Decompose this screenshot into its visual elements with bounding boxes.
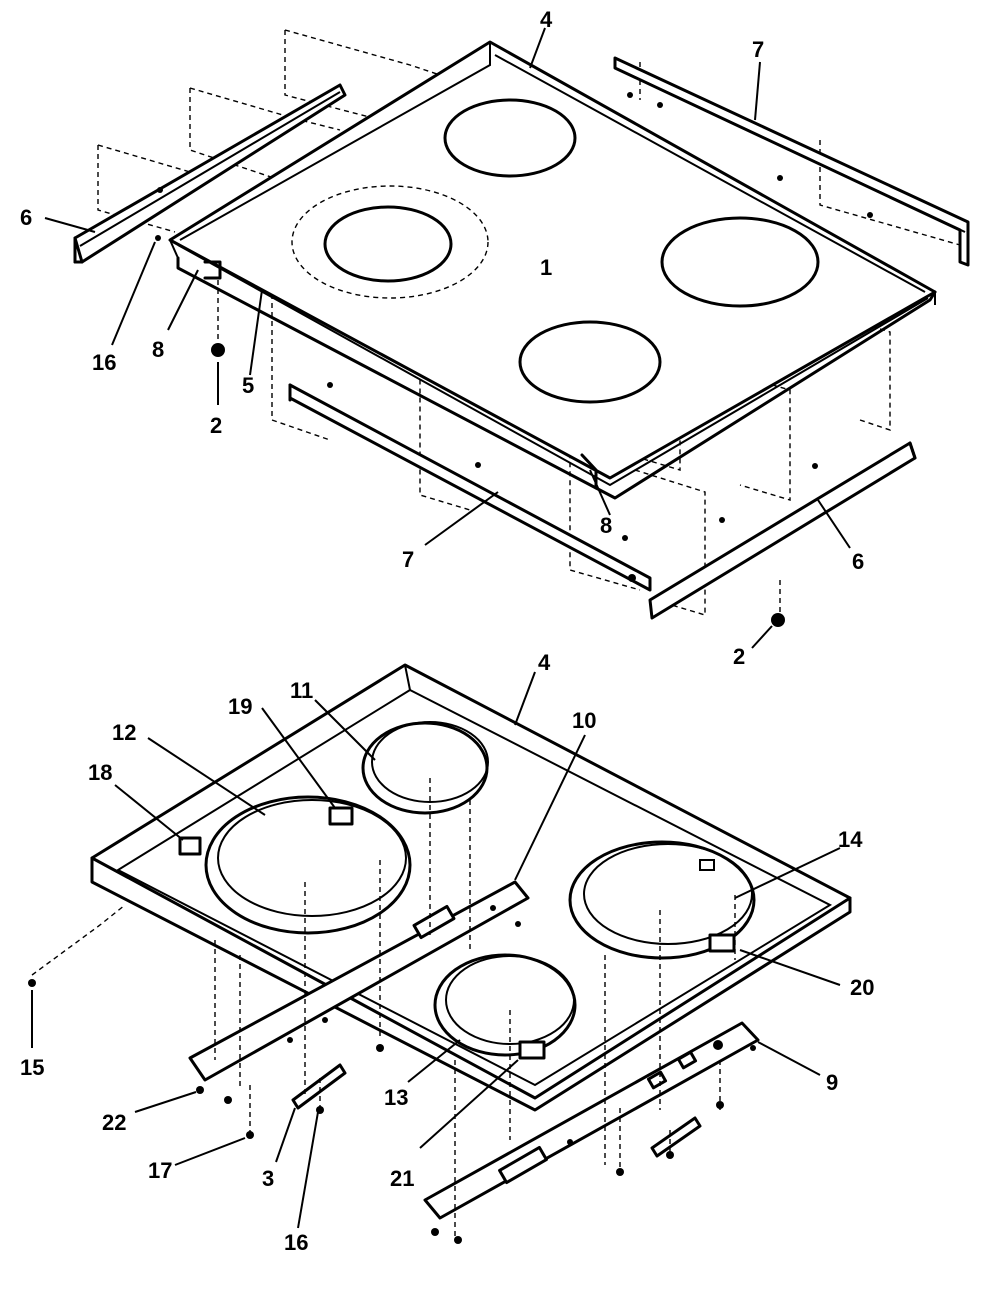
trim-strip-7-rear xyxy=(613,56,970,267)
callout-12: 12 xyxy=(112,720,136,745)
burner-circles-top xyxy=(291,98,820,404)
cooktop-frame-top xyxy=(168,40,937,500)
callout-19: 19 xyxy=(228,694,252,719)
callout-3: 3 xyxy=(262,1166,274,1191)
connector-21 xyxy=(518,1040,546,1060)
trim-strip-6-front xyxy=(648,441,917,620)
bracket-9 xyxy=(423,1021,760,1220)
clip-right xyxy=(650,1116,702,1158)
element-connectors xyxy=(178,806,736,1060)
callout-9: 9 xyxy=(826,1070,838,1095)
screw-15 xyxy=(28,979,36,987)
screw-2-right xyxy=(771,613,785,627)
trim-strip-6-left xyxy=(73,83,347,264)
clips xyxy=(291,1063,702,1158)
burner-rings-bottom xyxy=(204,721,756,1057)
ring-front-left xyxy=(204,795,412,935)
trim-strip-7-front xyxy=(288,382,652,592)
ring-rear-right xyxy=(568,840,756,960)
burner-front-left-outer xyxy=(291,185,489,299)
callout-11: 11 xyxy=(290,678,313,703)
callout-21: 21 xyxy=(390,1166,414,1191)
callout-13: 13 xyxy=(384,1085,408,1110)
callout-18: 18 xyxy=(88,760,112,785)
callout-16: 16 xyxy=(284,1230,308,1255)
callout-5: 5 xyxy=(242,373,254,398)
bracket-10 xyxy=(188,880,530,1082)
burner-rear-right xyxy=(660,216,820,308)
connector-20 xyxy=(708,933,736,953)
leaders-top xyxy=(44,27,851,649)
callout-22: 22 xyxy=(102,1110,126,1135)
callout-4: 4 xyxy=(538,650,551,675)
callout-7: 7 xyxy=(402,547,414,572)
callout-2: 2 xyxy=(210,413,222,438)
dashed-guide-lines-bottom xyxy=(31,778,736,1238)
callout-15: 15 xyxy=(20,1055,44,1080)
callout-1: 1 xyxy=(540,255,552,280)
callout-6: 6 xyxy=(852,549,864,574)
callout-7: 7 xyxy=(752,37,764,62)
leaders-bottom xyxy=(31,671,841,1229)
callout-14: 14 xyxy=(838,827,863,852)
callout-6: 6 xyxy=(20,205,32,230)
clip-3 xyxy=(291,1063,347,1110)
burner-front-right xyxy=(518,320,662,404)
callout-10: 10 xyxy=(572,708,596,733)
connector-19 xyxy=(328,806,354,826)
callout-17: 17 xyxy=(148,1158,172,1183)
burner-front-left-inner xyxy=(323,205,453,283)
callout-2: 2 xyxy=(733,644,745,669)
callout-8: 8 xyxy=(600,513,612,538)
callout-4: 4 xyxy=(540,7,553,32)
callout-16: 16 xyxy=(92,350,116,375)
screw-2-left xyxy=(211,343,225,357)
top-assembly: 4 7 6 1 16 8 5 2 8 7 6 2 xyxy=(20,7,970,669)
bottom-assembly: 4 11 19 12 10 18 14 20 15 9 22 13 17 3 2… xyxy=(20,650,874,1255)
ring-front-right xyxy=(433,953,577,1057)
connector-18 xyxy=(178,836,202,856)
cooktop-frame-bottom xyxy=(90,663,852,1112)
burner-rear-left xyxy=(443,98,577,178)
fasteners-bottom xyxy=(28,979,724,1244)
callout-20: 20 xyxy=(850,975,874,1000)
callout-8: 8 xyxy=(152,337,164,362)
